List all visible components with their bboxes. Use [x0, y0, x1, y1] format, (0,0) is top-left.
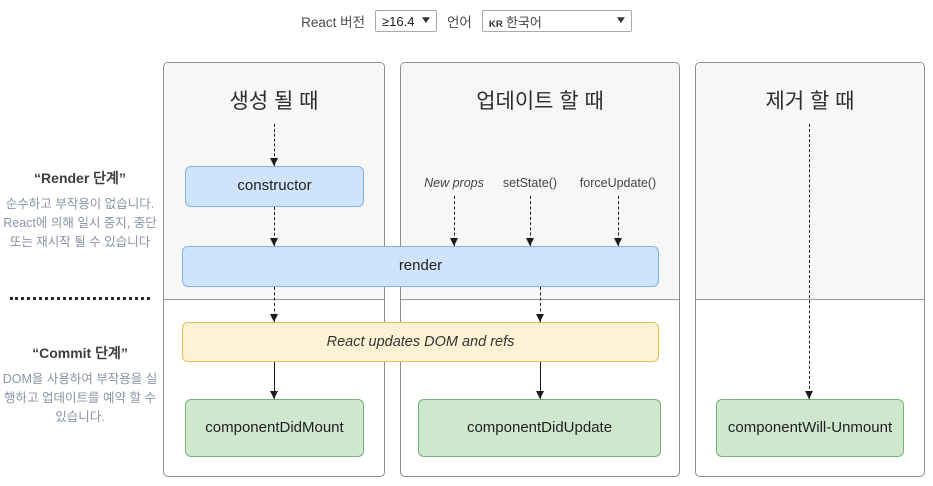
- arrow-to-constructor: [270, 124, 279, 166]
- trigger-force-update: forceUpdate(): [579, 176, 657, 190]
- arrow-render-to-dom-updates-mount: [270, 287, 279, 322]
- language-label: 언어: [447, 15, 472, 30]
- node-constructor[interactable]: constructor: [185, 166, 364, 207]
- arrow-set-state-to-render: [526, 196, 535, 246]
- language-select[interactable]: KR 한국어 ▼: [481, 10, 632, 32]
- arrow-force-update-to-render: [614, 196, 623, 246]
- node-react-updates-dom-and-refs: React updates DOM and refs: [182, 322, 659, 362]
- arrow-constructor-to-render: [270, 207, 279, 246]
- legend-render-title: “Render 단계”: [34, 170, 126, 186]
- node-component-did-mount[interactable]: componentDidMount: [185, 399, 364, 457]
- legend-commit-description: DOM을 사용하여 부작용을 실행하고 업데이트를 예약 할 수 있습니다.: [2, 372, 158, 424]
- version-select[interactable]: ≥16.4 ▼: [375, 10, 437, 32]
- legend-render-phase: “Render 단계” 순수하고 부작용이 없습니다. React에 의해 일시…: [0, 168, 160, 251]
- language-name: 한국어: [505, 14, 542, 30]
- chevron-down-icon: ▼: [419, 15, 433, 26]
- arrow-render-to-dom-updates-update: [536, 287, 545, 322]
- node-render[interactable]: render: [182, 246, 659, 287]
- trigger-set-state: setState(): [502, 176, 558, 190]
- legend-render-description: 순수하고 부작용이 없습니다. React에 의해 일시 중지, 중단 또는 재…: [3, 197, 157, 249]
- legend-commit-title: “Commit 단계”: [32, 345, 128, 361]
- arrow-to-component-will-unmount: [805, 124, 814, 399]
- arrow-to-component-did-update: [536, 362, 545, 399]
- language-select-value: KR 한국어: [489, 12, 542, 31]
- panel-unmounting-title: 제거 할 때: [765, 90, 855, 113]
- version-label: React 버전: [301, 15, 365, 30]
- node-component-will-unmount[interactable]: componentWill-Unmount: [716, 399, 904, 457]
- version-select-value: ≥16.4: [382, 13, 415, 29]
- arrow-new-props-to-render: [450, 196, 459, 246]
- node-component-did-update[interactable]: componentDidUpdate: [418, 399, 661, 457]
- chevron-down-icon: ▼: [614, 15, 628, 26]
- diagram-controls: React 버전 ≥16.4 ▼ 언어 KR 한국어 ▼: [0, 10, 933, 32]
- trigger-new-props: New props: [424, 176, 484, 190]
- language-code: KR: [488, 18, 503, 30]
- panel-unmounting-render-zone: [696, 63, 924, 300]
- phase-divider-dotted: [10, 297, 150, 300]
- panel-mounting-title: 생성 될 때: [229, 90, 319, 113]
- arrow-to-component-did-mount: [270, 362, 279, 399]
- legend-commit-phase: “Commit 단계” DOM을 사용하여 부작용을 실행하고 업데이트를 예약…: [0, 343, 160, 426]
- panel-updating-title: 업데이트 할 때: [476, 90, 604, 113]
